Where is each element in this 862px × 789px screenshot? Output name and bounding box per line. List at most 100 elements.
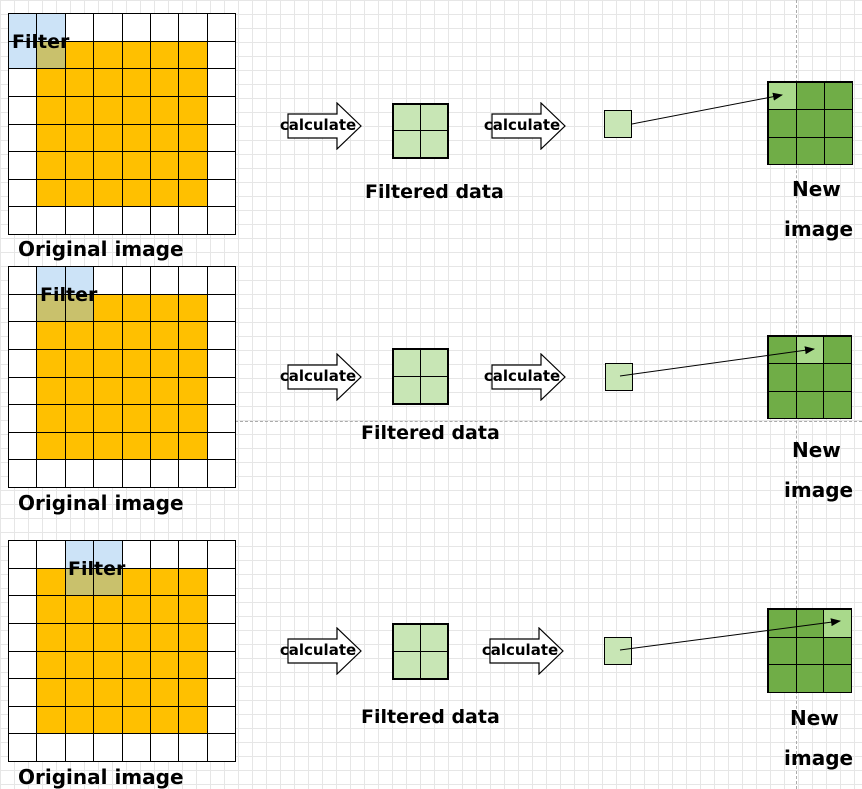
grid-cell	[207, 294, 236, 322]
grid-cell	[36, 377, 66, 405]
grid-cell	[150, 96, 179, 125]
new-image-cell	[768, 391, 797, 419]
calculate-label-1: calculate	[279, 367, 357, 385]
step-3: Filter Original image calculate Filtered…	[0, 540, 862, 789]
grid-cell	[207, 568, 236, 596]
filter-label: Filter	[68, 558, 126, 580]
grid-cell	[122, 733, 151, 762]
grid-cell	[122, 206, 151, 235]
original-image-grid	[8, 13, 236, 235]
calculate-arrow-1: calculate	[279, 627, 363, 675]
new-image-cell	[823, 391, 852, 419]
grid-cell	[150, 568, 179, 596]
grid-cell	[93, 733, 123, 762]
grid-cell	[65, 651, 94, 679]
pointer-arrow	[619, 346, 815, 377]
grid-cell	[65, 206, 94, 235]
original-image-grid	[8, 540, 236, 762]
grid-cell	[207, 678, 236, 707]
filtered-data-grid	[392, 623, 449, 680]
grid-cell	[93, 321, 123, 350]
step-1: Filter Original image calculate Filtered…	[0, 13, 862, 268]
grid-cell	[178, 459, 208, 488]
grid-cell	[207, 404, 236, 433]
grid-cell	[65, 678, 94, 707]
grid-cell	[178, 179, 208, 207]
original-image-grid	[8, 266, 236, 488]
grid-cell	[65, 432, 94, 460]
calculate-label-1: calculate	[279, 641, 357, 659]
new-image-cell	[768, 609, 797, 638]
grid-cell	[207, 623, 236, 652]
calculate-arrow-1: calculate	[279, 353, 363, 401]
new-image-label-line1: New	[792, 438, 841, 462]
grid-cell	[93, 651, 123, 679]
grid-cell	[207, 706, 236, 734]
calculate-arrow-1: calculate	[279, 102, 363, 150]
grid-cell	[207, 349, 236, 378]
filtered-data-label: Filtered data	[361, 706, 500, 728]
new-image-cell	[796, 391, 824, 419]
computed-value-cell	[604, 110, 632, 138]
grid-cell	[122, 124, 151, 152]
grid-cell	[8, 68, 37, 97]
grid-cell	[93, 623, 123, 652]
grid-cell	[207, 733, 236, 762]
grid-cell	[207, 151, 236, 180]
original-image-label: Original image	[18, 237, 184, 261]
grid-cell	[36, 321, 66, 350]
grid-cell	[207, 124, 236, 152]
pointer-arrow	[619, 618, 841, 651]
new-image-cell	[824, 109, 853, 138]
new-image-cell	[824, 137, 853, 165]
grid-cell	[122, 321, 151, 350]
new-image-cell	[796, 137, 825, 165]
new-image-cell	[824, 82, 853, 110]
filtered-data-grid	[392, 103, 449, 159]
grid-cell	[122, 459, 151, 488]
filtered-data-label: Filtered data	[365, 181, 504, 203]
grid-cell	[122, 432, 151, 460]
grid-cell	[65, 459, 94, 488]
grid-cell	[178, 568, 208, 596]
grid-cell	[36, 706, 66, 734]
grid-cell	[122, 706, 151, 734]
new-image-cell	[768, 664, 797, 693]
grid-cell	[36, 349, 66, 378]
new-image-label-line2: image	[784, 478, 854, 502]
grid-cell	[207, 41, 236, 69]
calculate-arrow-2: calculate	[484, 102, 567, 150]
grid-cell	[93, 349, 123, 378]
new-image-cell	[823, 363, 852, 392]
original-image-label: Original image	[18, 765, 184, 789]
grid-cell	[207, 206, 236, 235]
grid-cell	[93, 124, 123, 152]
calculate-label-2: calculate	[481, 641, 559, 659]
calculate-arrow-2: calculate	[481, 627, 565, 675]
grid-cell	[207, 266, 236, 295]
grid-cell	[207, 651, 236, 679]
original-image-label: Original image	[18, 491, 184, 515]
grid-cell	[36, 266, 66, 295]
grid-cell	[8, 733, 37, 762]
grid-cell	[178, 294, 208, 322]
new-image-cell	[796, 664, 824, 693]
calculate-arrow-2: calculate	[484, 353, 567, 401]
grid-cell	[178, 68, 208, 97]
grid-cell	[36, 733, 66, 762]
new-image-cell	[768, 363, 797, 392]
calculate-label-1: calculate	[279, 116, 357, 134]
grid-cell	[178, 678, 208, 707]
new-image-label-line2: image	[784, 217, 854, 241]
computed-value-cell	[604, 637, 632, 665]
step-2: Filter Original image calculate Filtered…	[0, 266, 862, 521]
grid-cell	[65, 568, 94, 596]
filtered-data-label: Filtered data	[361, 422, 500, 444]
new-image-grid	[767, 81, 853, 165]
new-image-cell	[768, 109, 797, 138]
new-image-label-line1: New	[790, 706, 839, 730]
grid-cell	[150, 459, 179, 488]
grid-cell	[65, 377, 94, 405]
grid-cell	[8, 540, 37, 569]
grid-cell	[207, 459, 236, 488]
